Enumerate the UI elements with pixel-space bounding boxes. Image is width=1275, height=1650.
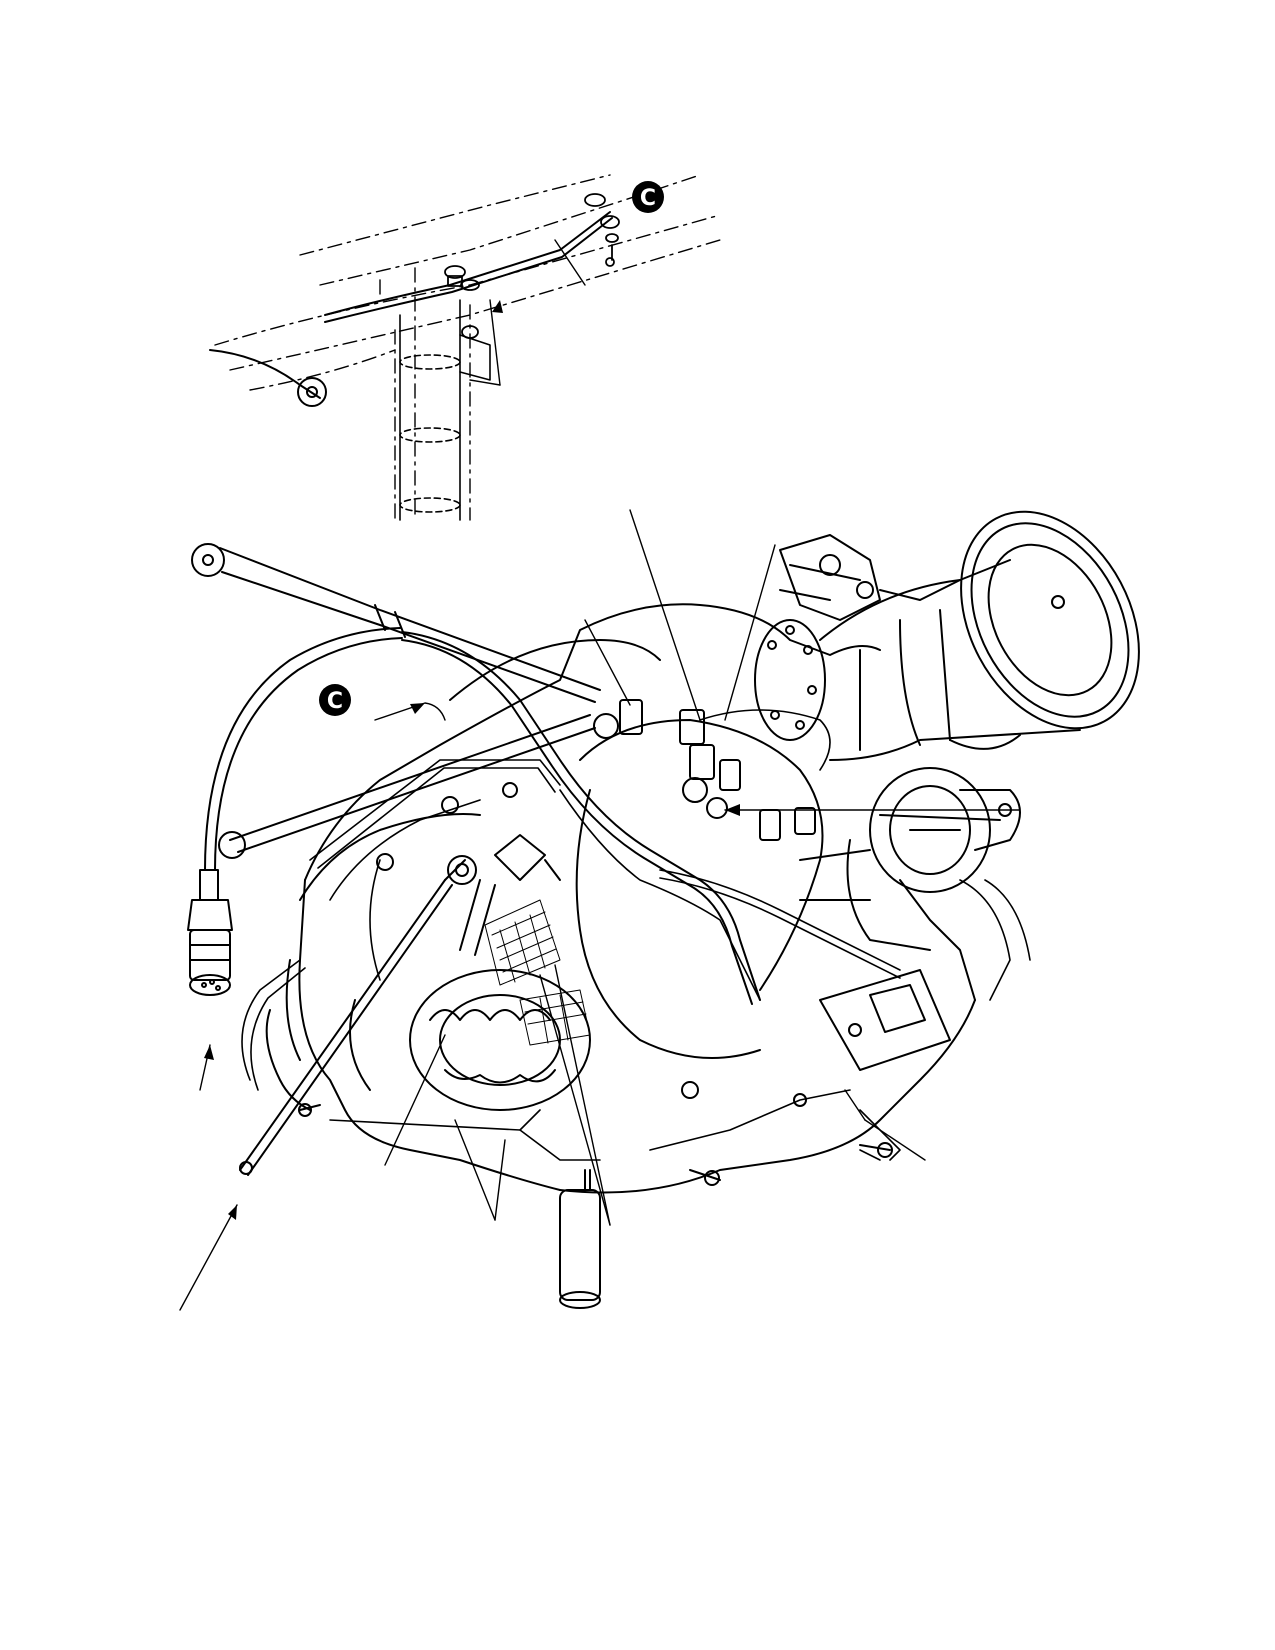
- detail-callout-c-top: C: [632, 181, 664, 213]
- lower-mount-brackets: [298, 1103, 893, 1186]
- cable-run: [209, 211, 613, 407]
- electrical-connector: [187, 869, 233, 996]
- svg-text:C: C: [640, 186, 656, 211]
- engine-body: [298, 603, 976, 1194]
- index-arrowheads: [204, 300, 740, 1220]
- sensor-fittings: [376, 699, 816, 1107]
- inlet-screen: [484, 899, 591, 1046]
- wiring-harness: [204, 627, 761, 1005]
- fuel-control-unit: [779, 534, 961, 621]
- fasteners: [444, 193, 620, 339]
- detail-leaders: [469, 239, 586, 386]
- junction-box: [819, 969, 951, 1071]
- accessory-flange: [754, 619, 826, 741]
- thermocouple-lead: [239, 855, 477, 1176]
- mount-strut: [191, 543, 601, 859]
- airframe-structure: [214, 174, 721, 521]
- output-shaft-housing: [819, 510, 1140, 761]
- detail-view-mount: C: [209, 174, 721, 521]
- engine-assembly: C: [187, 510, 1140, 1309]
- index-leader-lines: [179, 509, 1021, 1311]
- svg-text:C: C: [327, 689, 343, 714]
- igniter-plug: [459, 834, 561, 956]
- support-tube: [399, 299, 491, 521]
- starter-generator: [799, 767, 1021, 951]
- drain-bottle: [559, 1169, 601, 1309]
- fuel-oil-lines: [241, 709, 1031, 1161]
- detail-callout-c-engine: C: [319, 684, 351, 716]
